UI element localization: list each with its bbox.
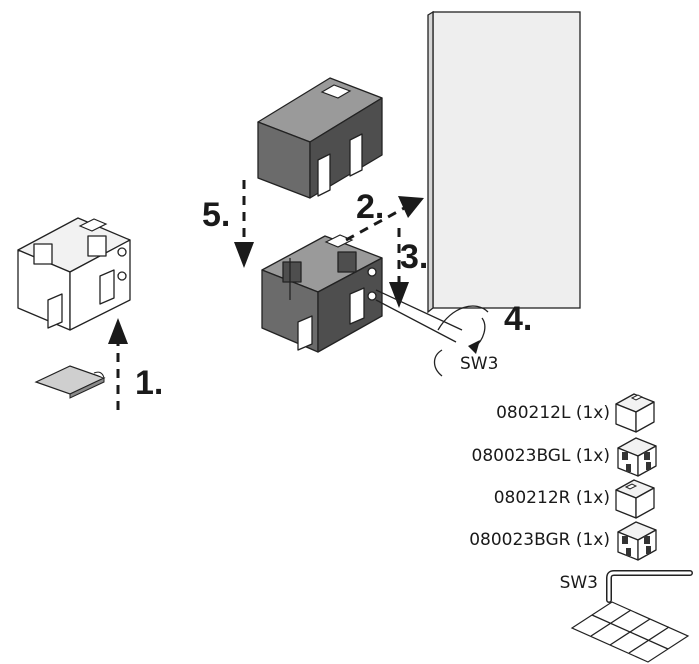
parts-list: 080212L (1x) 080023BGL (1x) 080212R (1x)…	[469, 393, 657, 561]
step-1-label: 1.	[135, 364, 163, 402]
part-code: 080212R (1x)	[494, 488, 610, 508]
arrow-step-5	[234, 180, 254, 268]
arrow-step-2	[345, 196, 424, 242]
bracket-left-icon	[617, 437, 657, 477]
hex-key-icon	[606, 570, 693, 603]
step-2-label: 2.	[356, 188, 384, 226]
bracket-right-icon	[617, 521, 657, 561]
dark-hinge-bracket	[261, 234, 383, 353]
part-code: 080212L (1x)	[496, 403, 610, 423]
part-code: 080023BGL (1x)	[472, 446, 610, 466]
step-4-label: 4.	[504, 300, 532, 338]
adhesive-pad	[34, 365, 106, 399]
dark-end-cap	[257, 77, 383, 199]
adhesive-pad-sheet-icon	[570, 601, 690, 663]
tool-label-sw3: SW3	[460, 354, 498, 374]
step-3-label: 3.	[400, 238, 428, 276]
arrow-step-1	[108, 318, 128, 410]
tool-legend-label: SW3	[560, 573, 598, 593]
step-5-label: 5.	[202, 196, 230, 234]
white-hinge-bracket	[17, 217, 131, 331]
wall-panel	[427, 10, 581, 314]
arrow-step-3	[389, 228, 409, 308]
end-cap-right-icon	[615, 479, 655, 519]
part-code: 080023BGR (1x)	[469, 530, 610, 550]
end-cap-left-icon	[615, 393, 655, 433]
tool-legend: SW3	[560, 570, 693, 663]
screw-indicator	[375, 289, 489, 377]
